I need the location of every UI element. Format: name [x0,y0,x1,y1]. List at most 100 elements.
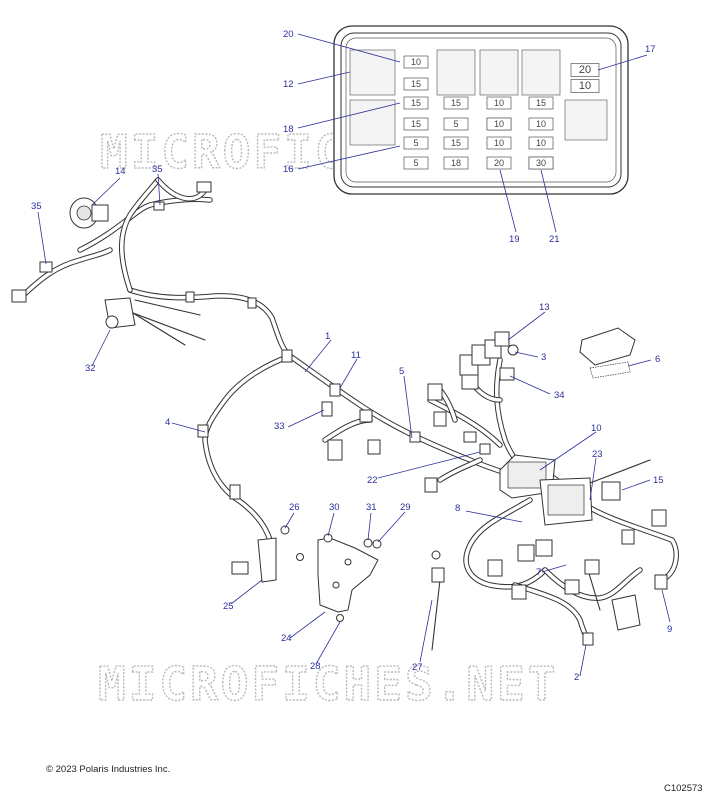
fuse-body [443,96,469,110]
callout-29: 29 [400,502,411,513]
fuse-body [528,156,554,170]
fuse-slot: 15 [528,96,554,110]
callout-13: 13 [539,302,550,313]
callout-35-top: 35 [152,164,163,175]
leader-line [589,457,597,501]
fastener-26 [280,525,290,535]
bracket-24 [317,537,379,613]
fuse-slot: 20 [486,156,512,170]
fuse-slot: 20 [570,63,600,77]
callout-leaders [37,33,671,677]
relay-left-lower [349,99,396,146]
fuse-body [403,77,429,91]
leader-line [287,409,325,428]
figure-code: C102573 [664,783,703,794]
callout-10: 10 [591,423,602,434]
callout-1: 1 [325,331,330,342]
fastener-31 [363,538,373,548]
connector-cluster-13 [459,331,519,390]
callout-23: 23 [592,449,603,460]
leader-line [171,422,206,433]
leader-line [539,431,597,471]
fuse-rating: 10 [536,119,546,129]
fuse-body [443,136,469,150]
leader-line [91,177,121,206]
fuse-slot: 10 [403,55,429,69]
fuse-slots: 1015151555155151810101020151010301030201… [403,55,600,170]
fuse-body [403,55,429,69]
relay-mid-3 [521,49,561,96]
leader-line [230,579,263,605]
callout-14: 14 [115,166,126,177]
fastener-30 [323,533,333,543]
leader-line [377,511,406,543]
fuse-rating: 15 [411,79,421,89]
fuse-rating: 10 [494,119,504,129]
leader-line [289,611,326,639]
fuse-slot: 30 [528,156,554,170]
fuse-rating: 10 [411,57,421,67]
connector-35-top [153,181,212,211]
copyright-text: © 2023 Polaris Industries Inc. [46,764,170,775]
leader-line [540,169,557,233]
leader-line [499,169,517,233]
fastener-28 [336,614,344,622]
fasteners [280,525,382,622]
leader-line [509,375,551,395]
fuse-slot: 15 [443,136,469,150]
callout-12: 12 [283,79,294,90]
relay-12 [349,49,396,96]
fuse-slot: 10 [486,96,512,110]
leader-line [627,359,652,367]
fuse-relay-module-10 [499,454,593,526]
fastener-29 [372,539,382,549]
connector-9 [611,574,668,631]
callout-34: 34 [554,390,565,401]
fuse-rating: 18 [451,158,461,168]
callout-24: 24 [281,633,292,644]
fuse-rating: 15 [411,98,421,108]
fuse-rating: 10 [494,138,504,148]
fuse-rating: 10 [579,80,591,92]
fuse-rating: 20 [494,158,504,168]
fuse-slot: 10 [486,136,512,150]
callout-7: 7 [536,567,541,578]
fuse-rating: 15 [451,138,461,148]
horn-component [69,197,109,229]
fuse-body [443,156,469,170]
callout-2: 2 [574,672,579,683]
callout-30: 30 [329,502,340,513]
leader-line [37,211,47,265]
callout-31: 31 [366,502,377,513]
fuse-body [570,79,600,93]
leader-line [91,329,111,367]
fuse-rating: 15 [451,98,461,108]
callout-5: 5 [399,366,404,377]
ground-strap-27 [431,550,445,583]
fuse-body [443,117,469,131]
leader-line [507,311,546,341]
leader-line [297,71,351,85]
callout-9: 9 [667,624,672,635]
callout-8: 8 [455,503,460,514]
callout-4: 4 [165,417,170,428]
leader-line [597,54,648,71]
connector-35-left [11,261,53,303]
fuse-slot: 10 [528,136,554,150]
callout-32: 32 [85,363,96,374]
callout-22: 22 [367,475,378,486]
callout-25: 25 [223,601,234,612]
fuse-body [486,156,512,170]
fuse-body [528,96,554,110]
fuse-rating: 10 [536,138,546,148]
fuse-body [403,117,429,131]
fuse-slot: 5 [403,136,429,150]
relay-right [564,99,608,141]
fuse-body [528,136,554,150]
leader-line [315,621,341,665]
fuse-rating: 5 [413,158,418,168]
relay-mid-2 [479,49,519,96]
fuse-rating: 15 [411,119,421,129]
